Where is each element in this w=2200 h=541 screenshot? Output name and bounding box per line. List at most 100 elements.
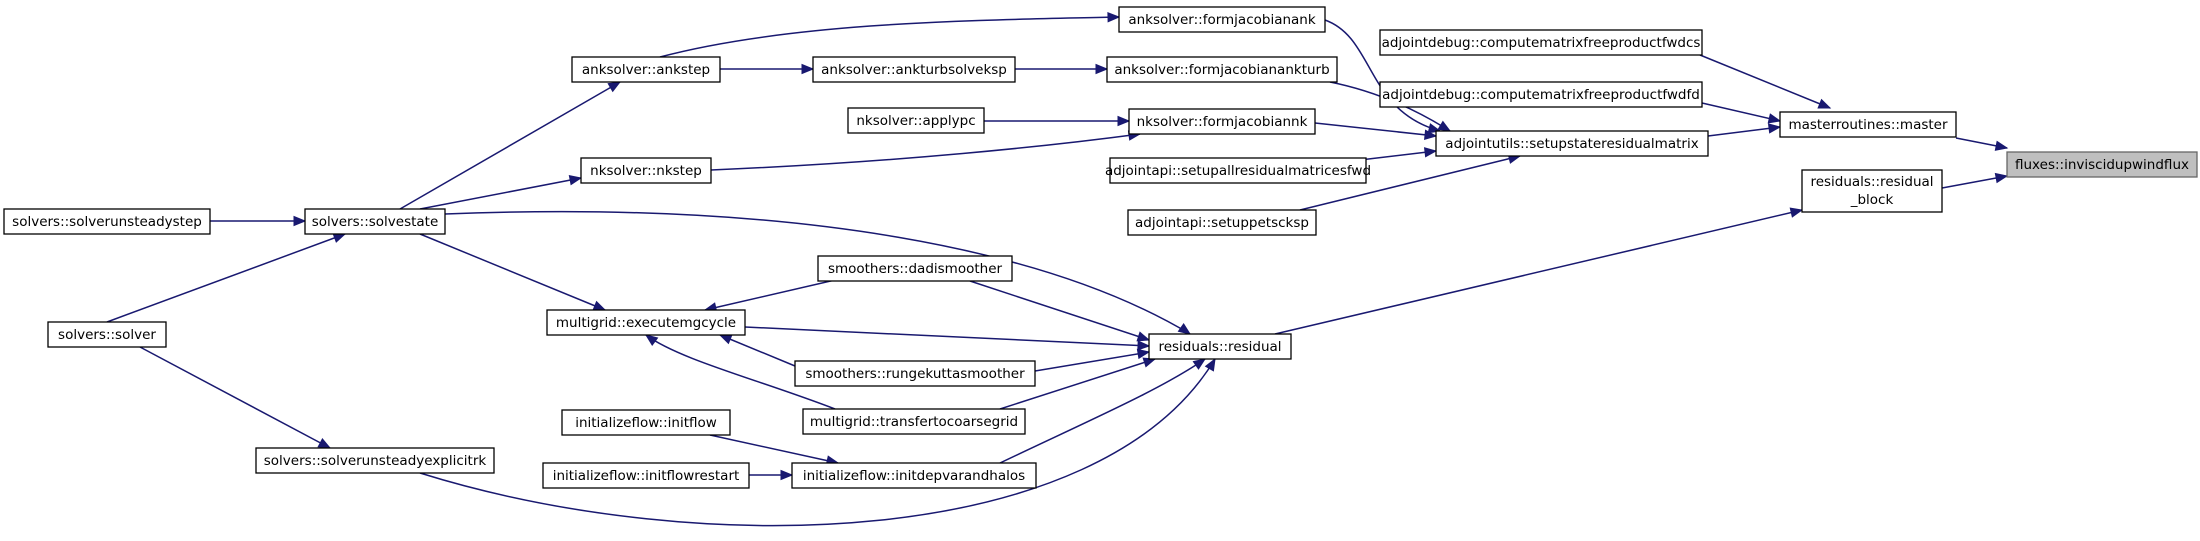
- edge-ankstep-ankturb: [720, 63, 815, 75]
- node-adjointdebug-computematrixfreeproductfwdcs[interactable]: adjointdebug::computematrixfreeproductfw…: [1379, 29, 1703, 56]
- arrowhead: [1994, 140, 2009, 151]
- arrowhead: [317, 437, 332, 449]
- node-label: solvers::solverunsteadystep: [12, 214, 202, 230]
- node-nksolver-nkstep[interactable]: nksolver::nkstep: [580, 157, 712, 184]
- edge-formjacnk-setupstate: [1314, 122, 1438, 140]
- node-label: solvers::solvestate: [312, 214, 439, 230]
- edge-setupstate-master: [1707, 123, 1782, 137]
- node-multigrid-transfertocoarsegrid[interactable]: multigrid::transfertocoarsegrid: [802, 408, 1026, 435]
- edge-line: [139, 346, 331, 449]
- node-label: initializeflow::initflow: [575, 415, 717, 431]
- node-solvers-solverunsteadyexplicitrk[interactable]: solvers::solverunsteadyexplicitrk: [255, 447, 495, 474]
- edge-line: [419, 233, 606, 311]
- edge-line: [709, 434, 839, 464]
- node-label: initializeflow::initdepvarandhalos: [803, 468, 1025, 484]
- arrowhead: [644, 334, 659, 347]
- node-label: anksolver::formjacobianankturb: [1114, 62, 1329, 78]
- node-anksolver-formjacobianank[interactable]: anksolver::formjacobianank: [1118, 6, 1326, 33]
- node-smoothers-rungekuttasmoother[interactable]: smoothers::rungekuttasmoother: [794, 360, 1036, 387]
- edge-initrestart-initdep: [749, 469, 794, 481]
- arrowhead: [1767, 123, 1782, 134]
- node-solvers-solvestate[interactable]: solvers::solvestate: [304, 208, 446, 235]
- edge-line: [1274, 209, 1803, 335]
- node-label: adjointutils::setupstateresidualmatrix: [1445, 136, 1698, 152]
- edge-line: [1034, 351, 1150, 372]
- arrowhead: [1107, 12, 1121, 23]
- node-anksolver-ankturbsolveksp[interactable]: anksolver::ankturbsolveksp: [812, 56, 1016, 83]
- node-nksolver-applypc[interactable]: nksolver::applypc: [847, 107, 985, 134]
- edge-line: [659, 16, 1120, 58]
- node-anksolver-formjacobianankturb[interactable]: anksolver::formjacobianankturb: [1106, 56, 1338, 83]
- edge-line: [1359, 150, 1437, 161]
- node-adjointapi-setuppetscksp[interactable]: adjointapi::setuppetscksp: [1127, 209, 1317, 236]
- node-nksolver-formjacobiannk[interactable]: nksolver::formjacobiannk: [1128, 108, 1316, 135]
- arrowhead: [1117, 115, 1131, 127]
- node-adjointapi-setupallresidualmatricesfwd[interactable]: adjointapi::setupallresidualmatricesfwd: [1105, 157, 1371, 184]
- edge-initflow-initdep: [709, 434, 840, 466]
- node-initializeflow-initdepvarandhalos[interactable]: initializeflow::initdepvarandhalos: [791, 462, 1037, 489]
- arrowhead: [568, 175, 583, 186]
- arrowhead: [1177, 323, 1192, 335]
- edge-solvestate-nkstep: [419, 175, 583, 210]
- arrowhead: [1817, 98, 1832, 109]
- arrowhead: [332, 233, 347, 243]
- arrowhead: [1437, 120, 1452, 132]
- arrowhead: [607, 81, 622, 93]
- edge-initdep-residual: [999, 358, 1207, 464]
- edge-mgcycle-residual: [744, 326, 1151, 351]
- arrowhead: [592, 300, 607, 311]
- node-adjointutils-setupstateresidualmatrix[interactable]: adjointutils::setupstateresidualmatrix: [1435, 130, 1709, 157]
- node-initializeflow-initflow[interactable]: initializeflow::initflow: [561, 409, 731, 436]
- node-label: smoothers::rungekuttasmoother: [805, 366, 1025, 382]
- arrowhead: [1994, 172, 2009, 184]
- edge-solvestate-ankstep: [399, 81, 622, 210]
- node-residuals-residual[interactable]: residuals::residual: [1148, 333, 1292, 360]
- arrowhead: [1136, 348, 1151, 360]
- edge-line: [744, 326, 1150, 347]
- edge-line: [1324, 19, 1441, 132]
- node-solvers-solverunsteadystep[interactable]: solvers::solverunsteadystep: [3, 208, 211, 235]
- edge-setupall-setupstate: [1359, 147, 1438, 161]
- node-label: anksolver::ankstep: [582, 62, 710, 78]
- edge-line: [106, 233, 346, 323]
- arrowhead: [1192, 358, 1207, 370]
- node-label: masterroutines::master: [1788, 117, 1948, 133]
- node-residuals-residual-block[interactable]: residuals::residual _block: [1801, 169, 1943, 213]
- edge-line: [704, 279, 836, 311]
- edge-solver-explicitrk: [139, 346, 332, 449]
- edge-line: [1314, 122, 1437, 137]
- node-label: anksolver::formjacobianank: [1128, 12, 1316, 28]
- node-label: adjointapi::setuppetscksp: [1135, 215, 1309, 231]
- edge-rk-mgcycle: [718, 334, 796, 367]
- node-anksolver-ankstep[interactable]: anksolver::ankstep: [571, 56, 721, 83]
- arrowhead: [780, 469, 794, 481]
- node-label: initializeflow::initflowrestart: [553, 468, 740, 484]
- node-label: solvers::solver: [58, 327, 156, 343]
- edge-line: [1701, 102, 1781, 122]
- node-masterroutines-master[interactable]: masterroutines::master: [1779, 111, 1957, 138]
- node-label: residuals::residual: [1810, 174, 1933, 190]
- arrowhead: [801, 63, 815, 75]
- node-multigrid-executemgcycle[interactable]: multigrid::executemgcycle: [546, 309, 746, 336]
- arrowhead: [1137, 340, 1151, 351]
- node-solvers-solver[interactable]: solvers::solver: [47, 321, 167, 348]
- node-initializeflow-initflowrestart[interactable]: initializeflow::initflowrestart: [542, 462, 750, 489]
- node-label: nksolver::nkstep: [590, 163, 702, 179]
- node-fluxes-inviscidupwindflux[interactable]: fluxes::inviscidupwindflux: [2006, 151, 2198, 178]
- edge-residual-resblock: [1274, 207, 1804, 335]
- edge-line: [1699, 54, 1831, 109]
- edge-line: [419, 358, 1216, 527]
- nodes-layer: fluxes::inviscidupwindflux masterroutine…: [3, 6, 2198, 489]
- edge-transfer-mgcycle: [644, 334, 836, 410]
- edge-solvestate-mgcycle: [419, 233, 607, 311]
- arrowhead: [1789, 207, 1804, 218]
- node-smoothers-dadismoother[interactable]: smoothers::dadismoother: [817, 255, 1013, 282]
- node-label: smoothers::dadismoother: [828, 261, 1003, 277]
- node-adjointdebug-computematrixfreeproductfwdfd[interactable]: adjointdebug::computematrixfreeproductfw…: [1379, 81, 1703, 108]
- node-label: multigrid::transfertocoarsegrid: [810, 414, 1018, 430]
- edge-solvestate-residual: [444, 210, 1192, 335]
- node-label: nksolver::applypc: [856, 113, 975, 129]
- arrowhead: [1424, 129, 1438, 140]
- arrowhead: [1095, 63, 1109, 75]
